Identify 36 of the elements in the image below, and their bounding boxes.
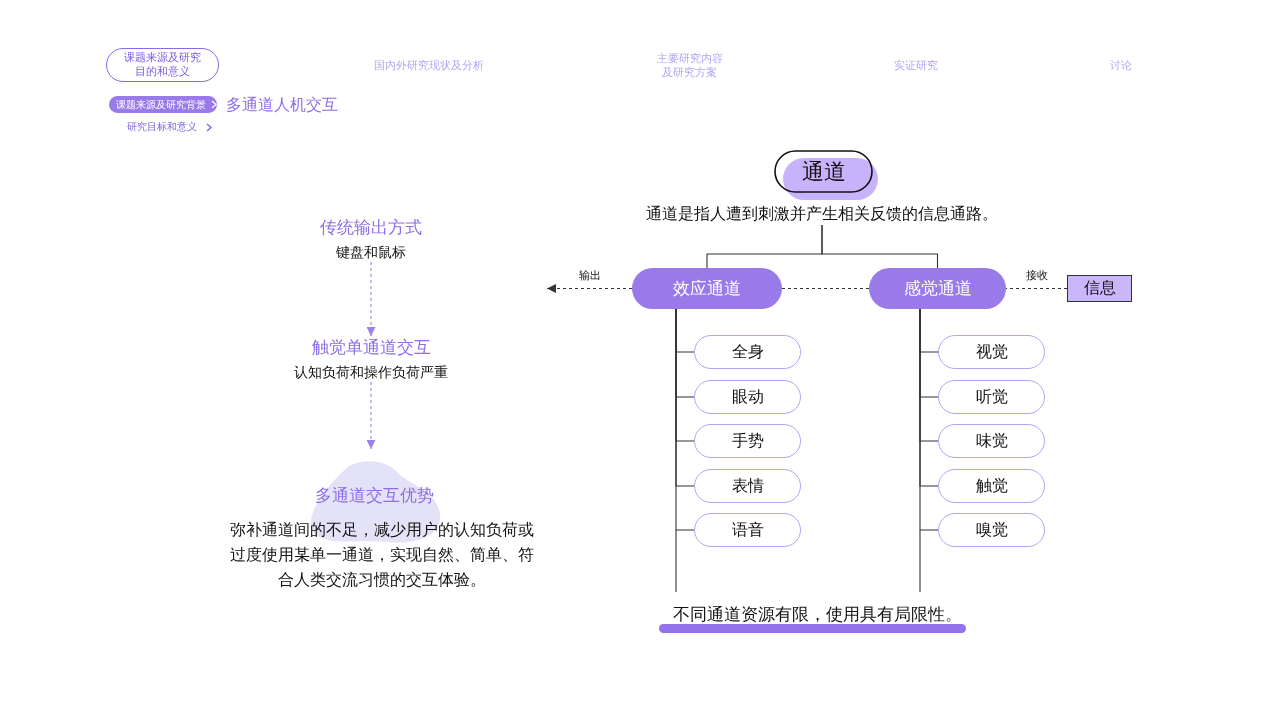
nav-label: 国内外研究现状及分析 bbox=[373, 59, 485, 73]
category-pill: 感觉通道 bbox=[869, 268, 1006, 309]
item-pill: 触觉 bbox=[938, 469, 1045, 503]
subnav-tab: 课题来源及研究背景 bbox=[109, 96, 217, 113]
edge-label: 接收 bbox=[1023, 268, 1050, 283]
arrow bbox=[546, 284, 633, 293]
item-pill: 眼动 bbox=[694, 380, 801, 414]
section-text: 键盘和鼠标 bbox=[336, 243, 406, 262]
connector-line bbox=[821, 224, 939, 269]
connector-line bbox=[919, 308, 939, 531]
edge-label: 输出 bbox=[576, 268, 603, 283]
item-pill: 语音 bbox=[694, 513, 801, 547]
info-box: 信息 bbox=[1067, 275, 1132, 302]
nav-label: 实证研究 bbox=[893, 59, 939, 73]
section-text: 弥补通道间的不足，减少用户的认知负荷或过度使用某单一通道，实现自然、简单、符合人类交流习惯的交互体验。 bbox=[229, 518, 535, 591]
nav-label: 讨论 bbox=[1109, 59, 1133, 73]
section-heading: 多通道交互优势 bbox=[314, 484, 434, 506]
item-pill: 味觉 bbox=[938, 424, 1045, 458]
arrow bbox=[366, 381, 376, 450]
section-heading: 传统输出方式 bbox=[320, 216, 422, 238]
item-pill: 全身 bbox=[694, 335, 801, 369]
connector-line bbox=[781, 287, 870, 290]
page-title: 多通道人机交互 bbox=[226, 95, 339, 115]
item-pill: 表情 bbox=[694, 469, 801, 503]
item-pill: 听觉 bbox=[938, 380, 1045, 414]
category-pill: 效应通道 bbox=[632, 268, 782, 309]
item-pill: 视觉 bbox=[938, 335, 1045, 369]
section-heading: 触觉单通道交互 bbox=[311, 336, 431, 358]
section-text: 认知负荷和操作负荷严重 bbox=[294, 363, 448, 382]
item-pill: 手势 bbox=[694, 424, 801, 458]
conclusion-text: 不同通道资源有限，使用具有局限性。 bbox=[672, 605, 963, 624]
nav-label: 主要研究内容及研究方案 bbox=[656, 52, 723, 80]
definition-text: 通道是指人遭到刺激并产生相关反馈的信息通路。 bbox=[640, 203, 1004, 225]
connector-line bbox=[675, 308, 695, 531]
arrow bbox=[366, 261, 376, 337]
item-pill: 嗅觉 bbox=[938, 513, 1045, 547]
